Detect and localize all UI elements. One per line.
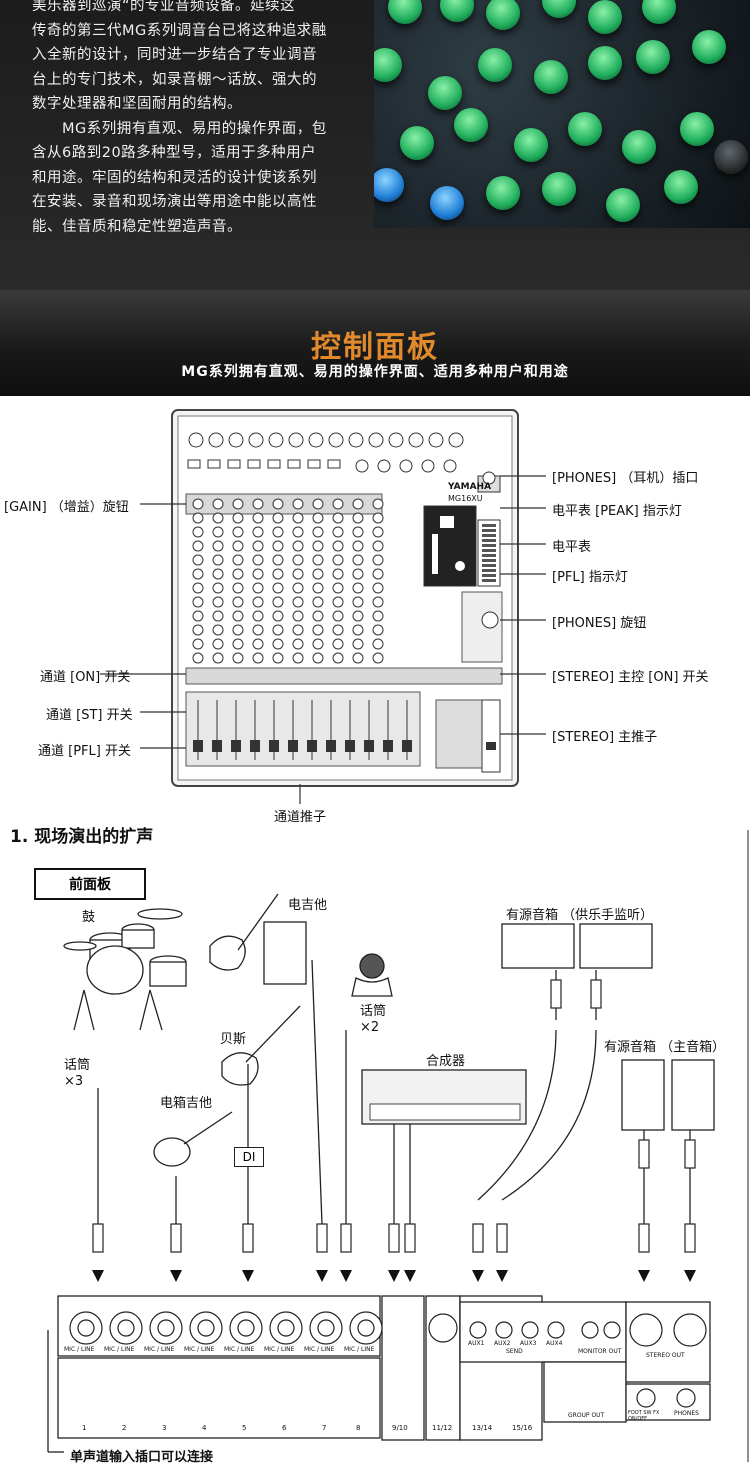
label-channel-pfl-switch: 通道 [PFL] 开关 xyxy=(38,744,131,759)
channel-number: 2 xyxy=(122,1424,127,1432)
label-stereo-on-switch: [STEREO] 主控 [ON] 开关 xyxy=(552,670,709,685)
label-monitor-speakers: 有源音箱 （供乐手监听） xyxy=(506,908,654,923)
intro-section: 美乐器到巡演“的专业音频设备。延续这 传奇的第三代MG系列调音台已将这种追求融 … xyxy=(0,0,750,290)
jack-label: MIC / LINE xyxy=(64,1346,95,1353)
mixer-knobs-photo xyxy=(374,0,750,228)
jack-label: MIC / LINE xyxy=(264,1346,295,1353)
channel-number: 8 xyxy=(356,1424,361,1432)
panel-model: MG16XU xyxy=(448,494,483,503)
channel-number: 5 xyxy=(242,1424,247,1432)
stereo-out-label: STEREO OUT xyxy=(646,1352,685,1359)
monitor-out-label: MONITOR OUT xyxy=(578,1348,622,1355)
label-level-meter: 电平表 xyxy=(552,540,592,555)
label-main-speakers: 有源音箱 （主音箱） xyxy=(604,1040,726,1055)
label-channel-on-switch: 通道 [ON] 开关 xyxy=(40,670,131,685)
diagram-heading: 1. 现场演出的扩声 xyxy=(10,827,154,847)
label-bass: 贝斯 xyxy=(220,1032,247,1047)
label-drums: 鼓 xyxy=(82,910,96,925)
channel-number: 3 xyxy=(162,1424,167,1432)
section-subtitle: MG系列拥有直观、易用的操作界面、适用多种用户和用途 xyxy=(181,364,569,380)
intro-line: 入全新的设计，同时进一步结合了专业调音 xyxy=(32,47,317,63)
channel-number: 6 xyxy=(282,1424,287,1432)
stereo-channel-number: 15/16 xyxy=(512,1424,533,1432)
intro-line: 和用途。牢固的结构和灵活的设计使该系列 xyxy=(32,169,317,186)
front-panel-box: 前面板 xyxy=(34,868,146,900)
intro-line: MG系列拥有直观、易用的操作界面，包 xyxy=(32,120,327,137)
panel-brand: YAMAHA xyxy=(448,482,492,492)
label-stereo-fader: [STEREO] 主推子 xyxy=(552,730,658,745)
intro-line: 美乐器到巡演“的专业音频设备。延续这 xyxy=(32,0,296,14)
label-pfl-indicator: [PFL] 指示灯 xyxy=(552,570,628,585)
label-mic-x3: 话筒 ×3 xyxy=(64,1058,91,1089)
aux-label: AUX1 xyxy=(468,1340,485,1347)
channel-number: 4 xyxy=(202,1424,207,1432)
foot-sw-label: FOOT SW FX ON/OFF xyxy=(628,1410,660,1422)
section-header-band xyxy=(0,290,750,396)
di-box: DI xyxy=(234,1147,264,1167)
aux-label: AUX3 xyxy=(520,1340,537,1347)
jack-label: MIC / LINE xyxy=(104,1346,135,1353)
label-channel-st-switch: 通道 [ST] 开关 xyxy=(46,708,133,723)
label-mic-x2: 话筒 ×2 xyxy=(360,1004,387,1035)
label-peak-indicator: 电平表 [PEAK] 指示灯 xyxy=(552,504,682,519)
label-phones-knob: [PHONES] 旋钮 xyxy=(552,616,647,631)
label-phones-jack: [PHONES] （耳机）插口 xyxy=(552,471,699,486)
label-channel-fader: 通道推子 xyxy=(274,810,327,825)
channel-number: 1 xyxy=(82,1424,87,1432)
jack-label: MIC / LINE xyxy=(184,1346,215,1353)
aux-label: AUX2 xyxy=(494,1340,511,1347)
stereo-channel-number: 9/10 xyxy=(392,1424,408,1432)
intro-line: 含从6路到20路多种型号，适用于多种用户 xyxy=(32,145,317,161)
jack-label: MIC / LINE xyxy=(304,1346,335,1353)
intro-text: 美乐器到巡演“的专业音频设备。延续这 传奇的第三代MG系列调音台已将这种追求融 … xyxy=(32,0,362,239)
group-out-label: GROUP OUT xyxy=(568,1412,605,1419)
footnote: 单声道输入插口可以连接 xyxy=(70,1450,214,1465)
aux-label: AUX4 xyxy=(546,1340,563,1347)
jack-label: MIC / LINE xyxy=(224,1346,255,1353)
channel-number: 7 xyxy=(322,1424,327,1432)
stereo-channel-number: 13/14 xyxy=(472,1424,493,1432)
intro-line: 在安装、录音和现场演出等用途中能以高性 xyxy=(32,194,317,210)
send-label: SEND xyxy=(506,1348,523,1355)
phones-label: PHONES xyxy=(674,1410,699,1417)
intro-line: 能、佳音质和稳定性塑造声音。 xyxy=(32,218,242,235)
label-synth: 合成器 xyxy=(426,1054,466,1069)
label-gain-knob: [GAIN] （增益）旋钮 xyxy=(4,500,129,515)
intro-line: 传奇的第三代MG系列调音台已将这种追求融 xyxy=(32,22,327,39)
stereo-channel-number: 11/12 xyxy=(432,1424,453,1432)
intro-line: 数字处理器和坚固耐用的结构。 xyxy=(32,96,242,112)
label-acoustic-guitar: 电箱吉他 xyxy=(160,1096,213,1111)
jack-label: MIC / LINE xyxy=(144,1346,175,1353)
section-title: 控制面板 xyxy=(311,330,439,365)
jack-label: MIC / LINE xyxy=(344,1346,375,1353)
label-electric-guitar: 电吉他 xyxy=(288,898,328,913)
intro-line: 台上的专门技术，如录音棚～话放、强大的 xyxy=(32,71,317,88)
